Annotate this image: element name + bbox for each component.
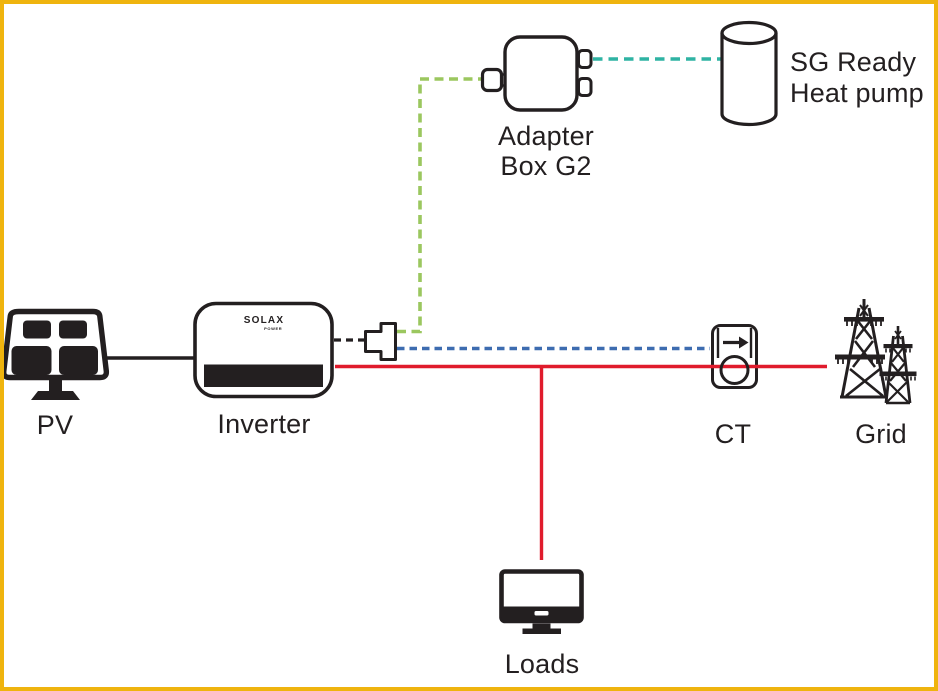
solax-logo-text: SOLAX: [243, 315, 285, 326]
power-wires: [335, 364, 827, 560]
pv-label: PV: [36, 410, 74, 440]
heat-pump-label-line2: Heat pump: [790, 77, 924, 108]
adapter-box-label: Adapter Box G2: [498, 121, 594, 181]
solax-logo-subtext: POWER: [264, 326, 283, 331]
loads-icon: [499, 569, 584, 634]
adapter-box-label-line1: Adapter: [498, 121, 594, 151]
wire-splitter-adapterbox: [397, 77, 482, 334]
inverter-label: Inverter: [217, 409, 311, 439]
grid-icon: [835, 299, 917, 405]
heat-pump-label: SG Ready Heat pump: [790, 47, 924, 109]
adapter-box-icon: [480, 35, 593, 112]
grid-label: Grid: [855, 419, 907, 449]
solax-logo: SOLAX POWER: [244, 316, 284, 331]
pv-icon: [4, 308, 194, 400]
ct-clamp-ring-icon: [719, 355, 750, 385]
grid-small-tower: [879, 326, 917, 405]
inverter-icon: [193, 301, 334, 399]
wires: [334, 57, 721, 351]
ct-arrow-icon: [723, 336, 749, 349]
heat-pump-label-line1: SG Ready: [790, 47, 917, 77]
loads-label: Loads: [504, 649, 580, 679]
grid-large-tower: [835, 299, 888, 399]
ct-label: CT: [714, 419, 752, 449]
heat-pump-icon: [720, 20, 778, 127]
splitter-connector-icon: [364, 322, 397, 361]
adapter-box-label-line2: Box G2: [500, 151, 592, 182]
